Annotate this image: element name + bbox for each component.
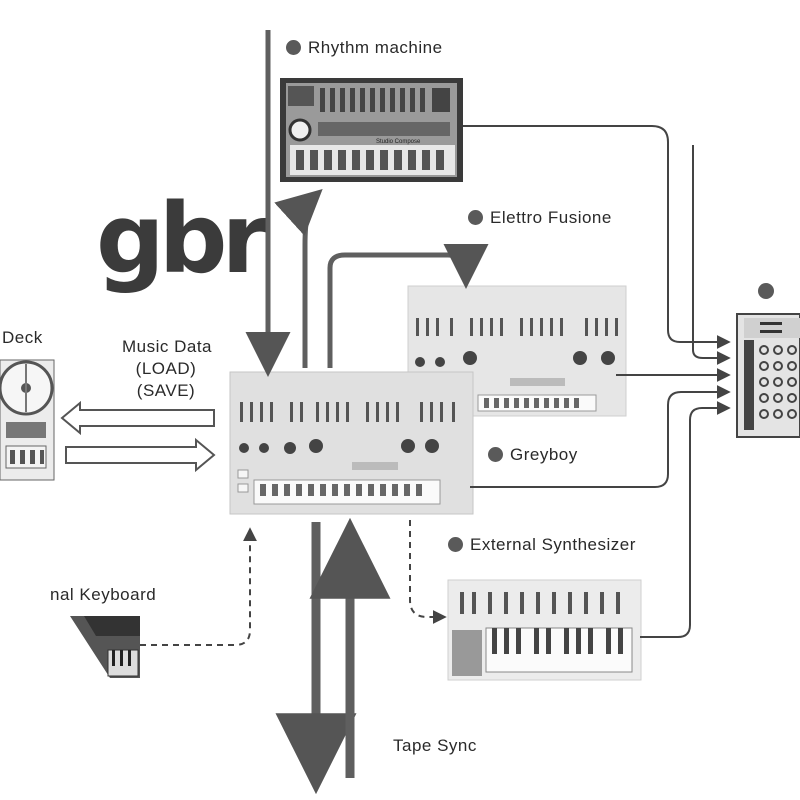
rhythm-machine-device: Studio Compose [280, 78, 463, 182]
bullet-dot-icon [448, 537, 463, 552]
tape-sync-label: Tape Sync [393, 736, 477, 755]
mixer-device [736, 283, 800, 438]
music-data-label: Music Data [121, 337, 213, 356]
keyboard-device [70, 616, 140, 678]
bullet-dot-icon [488, 447, 503, 462]
external-synth-label: External Synthesizer [448, 535, 636, 555]
bullet-dot-icon [286, 40, 301, 55]
greyboy-label: Greyboy [488, 445, 578, 465]
tape-deck-label: Deck [2, 328, 43, 347]
mixer-dot [758, 283, 774, 299]
bullet-dot-icon [468, 210, 483, 225]
greyboy-device [229, 371, 474, 515]
elettro-fusione-label: Elettro Fusione [468, 208, 612, 228]
save-label: (SAVE) [136, 381, 196, 400]
rhythm-panel-text: Studio Compose [376, 139, 421, 145]
tape-deck-device [0, 359, 55, 481]
external-synthesizer-device [447, 579, 642, 681]
gbr-logo: gbr [96, 183, 269, 295]
load-label: (LOAD) [135, 359, 197, 378]
connection-lines [60, 30, 731, 795]
keyboard-label: nal Keyboard [50, 585, 157, 604]
rhythm-machine-label: Rhythm machine [286, 38, 443, 58]
